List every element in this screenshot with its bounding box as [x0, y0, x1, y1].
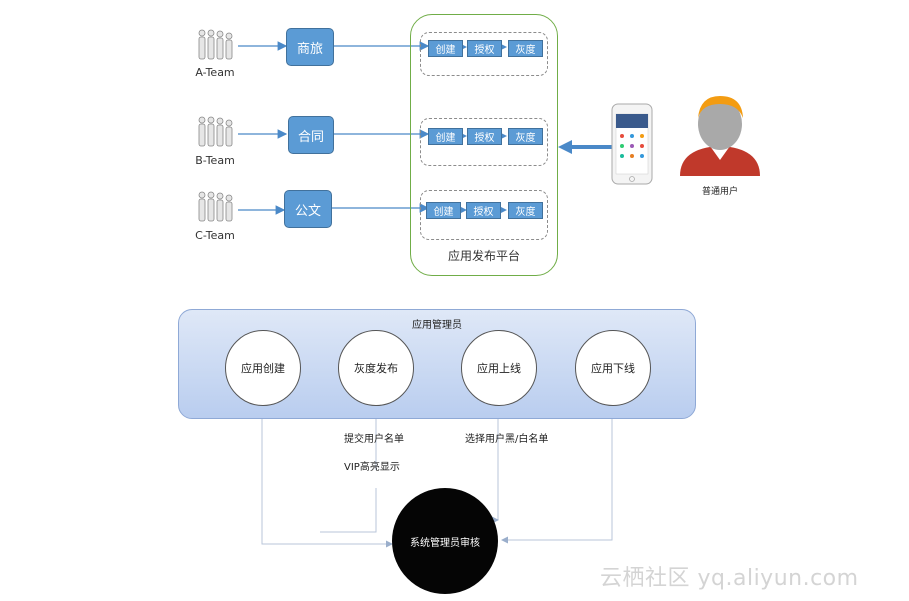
user-label: 普通用户 — [701, 187, 738, 197]
app-node-a[interactable]: 商旅 — [286, 28, 334, 66]
admin-action-gray-release[interactable]: 灰度发布 — [338, 330, 414, 406]
step-group-a — [420, 32, 548, 76]
step-gray[interactable]: 灰度 — [508, 40, 543, 57]
admin-action-create[interactable]: 应用创建 — [225, 330, 301, 406]
note-vip-display: VIP高亮显示 — [344, 462, 400, 473]
step-gray[interactable]: 灰度 — [508, 128, 543, 145]
step-authorize[interactable]: 授权 — [467, 40, 502, 57]
connector-offline-to-review — [501, 409, 613, 544]
step-gray[interactable]: 灰度 — [508, 202, 543, 219]
step-group-b — [420, 118, 548, 166]
app-release-platform: 应用发布平台 — [410, 14, 558, 276]
step-authorize[interactable]: 授权 — [466, 202, 501, 219]
team-a-figures-icon — [198, 29, 233, 60]
connector-create-to-review — [261, 417, 393, 548]
step-create[interactable]: 创建 — [426, 202, 461, 219]
step-authorize[interactable]: 授权 — [467, 128, 502, 145]
team-c-figures-icon — [198, 191, 233, 222]
team-b-label: B-Team — [195, 154, 235, 167]
team-b-figures-icon — [198, 116, 233, 147]
note-select-list: 选择用户黑/白名单 — [465, 434, 549, 445]
team-a-label: A-Team — [195, 66, 235, 79]
watermark: 云栖社区 yq.aliyun.com — [600, 566, 859, 591]
app-node-c[interactable]: 公文 — [284, 190, 332, 228]
platform-label: 应用发布平台 — [447, 249, 520, 263]
user-avatar-icon — [680, 96, 760, 176]
system-admin-review[interactable]: 系统管理员审核 — [392, 488, 498, 594]
team-c-label: C-Team — [195, 229, 235, 242]
admin-action-offline[interactable]: 应用下线 — [575, 330, 651, 406]
app-node-b[interactable]: 合同 — [288, 116, 334, 154]
arrow-user-to-platform — [558, 140, 612, 154]
step-create[interactable]: 创建 — [428, 40, 463, 57]
step-group-c — [420, 190, 548, 240]
smartphone-icon — [611, 103, 653, 185]
note-submit-list: 提交用户名单 — [344, 434, 404, 445]
admin-title: 应用管理员 — [412, 320, 462, 331]
admin-action-online[interactable]: 应用上线 — [461, 330, 537, 406]
step-create[interactable]: 创建 — [428, 128, 463, 145]
